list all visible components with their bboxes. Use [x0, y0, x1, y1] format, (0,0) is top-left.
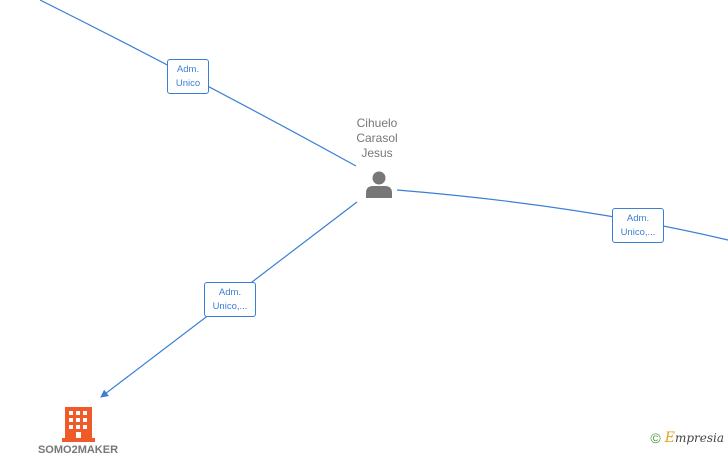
- relation-role-detail: Unico,...: [212, 300, 248, 312]
- person-icon[interactable]: [366, 171, 392, 199]
- relation-role: Adm.: [176, 63, 200, 75]
- relation-role-detail: Unico,...: [620, 226, 656, 238]
- relation-role-detail: Unico: [175, 77, 201, 89]
- relation-label[interactable]: Adm. Unico,...: [204, 282, 256, 317]
- building-icon[interactable]: [62, 407, 95, 442]
- empresia-watermark: © Empresia: [650, 430, 724, 446]
- company-name[interactable]: SOMO2MAKER: [37, 444, 119, 456]
- edge-right: [396, 189, 728, 241]
- person-name[interactable]: Cihuelo Carasol Jesus: [337, 116, 417, 161]
- brand-logo-initial: E: [664, 430, 675, 446]
- person-name-line: Carasol: [356, 131, 398, 145]
- relation-label[interactable]: Adm. Unico: [167, 59, 209, 94]
- relation-role: Adm.: [626, 212, 650, 224]
- copyright-icon: ©: [650, 430, 661, 446]
- person-name-line: Cihuelo: [356, 116, 398, 130]
- relation-role: Adm.: [218, 286, 242, 298]
- person-name-line: Jesus: [361, 146, 393, 160]
- relation-label[interactable]: Adm. Unico,...: [612, 208, 664, 243]
- brand-logo-rest: mpresia: [674, 431, 724, 445]
- brand-logo: Empresia: [665, 430, 724, 446]
